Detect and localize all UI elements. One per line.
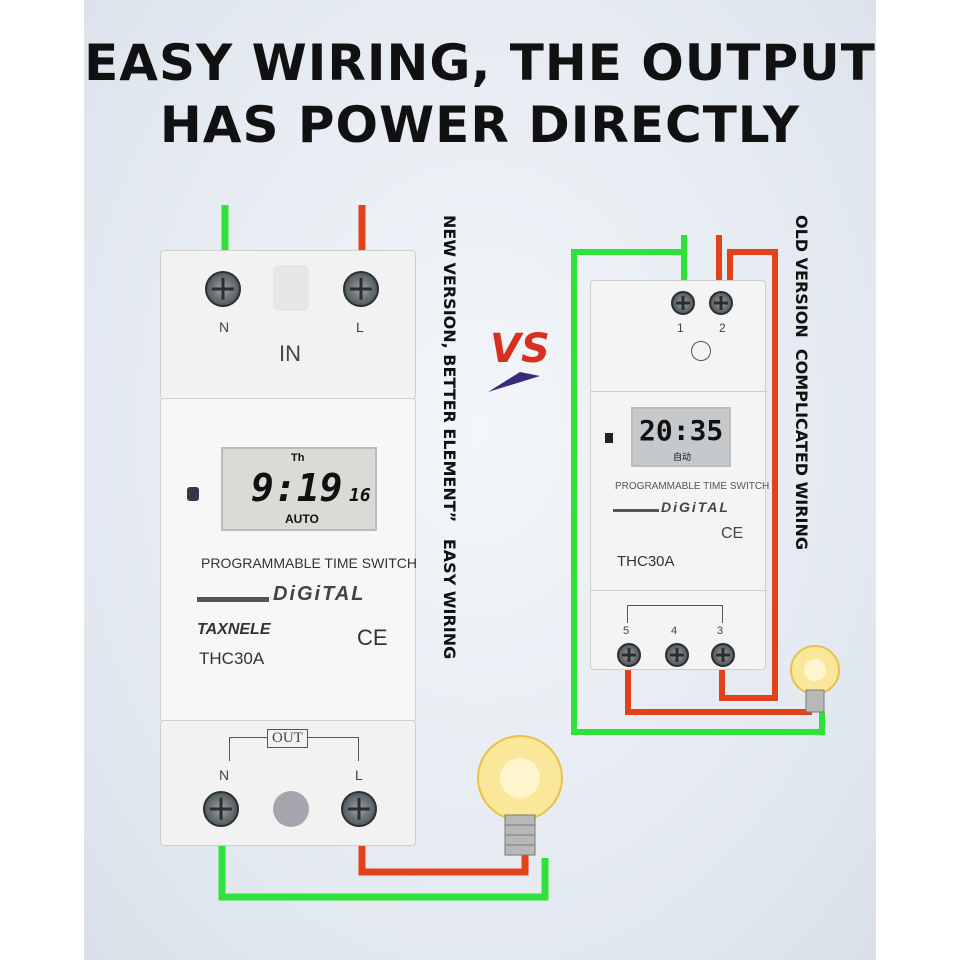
- lcd-mode: 自动: [673, 452, 692, 462]
- product-line-label: PROGRAMMABLE TIME SWITCH: [201, 555, 417, 571]
- led-indicator: [187, 487, 199, 501]
- terminal-label: L: [356, 319, 364, 335]
- terminal-label: N: [219, 319, 230, 335]
- screw-terminal-n-out[interactable]: [203, 791, 239, 827]
- old-device: 1 2 20:35 自动 PROGRAMMABLE TIME SWITCH Di…: [590, 280, 770, 670]
- lcd-display: Th 9:19 16 AUTO: [221, 447, 377, 531]
- ce-mark: CE: [357, 625, 388, 650]
- neutral-wire-out: [218, 840, 549, 901]
- screw-terminal-4[interactable]: [665, 643, 689, 667]
- terminal-label: 4: [671, 625, 678, 637]
- product-line-label: PROGRAMMABLE TIME SWITCH: [615, 481, 770, 492]
- screw-terminal-1[interactable]: [671, 291, 695, 315]
- terminal-label: 1: [677, 321, 684, 335]
- new-device-bottom-block: OUT N L: [160, 720, 416, 846]
- terminal-hole: [273, 791, 309, 827]
- led-indicator: [605, 433, 613, 443]
- light-bulb-icon: [477, 735, 563, 856]
- new-version-caption: NEW VERSION, BETTER ELEMENT” EASY WIRING: [440, 215, 459, 660]
- new-device-body: Th 9:19 16 AUTO PROGRAMMABLE TIME SWITCH…: [160, 398, 417, 722]
- terminal-label: 2: [719, 321, 726, 335]
- lcd-mode: AUTO: [285, 512, 319, 526]
- lcd-time: 20:35: [639, 414, 724, 447]
- lcd-day: Th: [291, 452, 305, 464]
- old-body: [591, 391, 767, 591]
- headline-line1: EASY WIRING, THE OUTPUT: [84, 34, 876, 92]
- lcd-time: 9:19: [251, 466, 343, 510]
- screw-terminal-3[interactable]: [711, 643, 735, 667]
- ce-mark: CE: [721, 525, 744, 542]
- terminal-label: L: [355, 767, 363, 783]
- screw-terminal-l-in[interactable]: [343, 271, 379, 307]
- terminal-label: 3: [717, 625, 724, 637]
- screw-terminal-n-in[interactable]: [205, 271, 241, 307]
- live-wire-out: [358, 840, 529, 876]
- digital-bar: [197, 597, 269, 602]
- terminal-hole: [273, 265, 309, 311]
- vs-logo: VS: [490, 326, 550, 372]
- out-label: OUT: [267, 729, 308, 748]
- terminal-label: 5: [623, 625, 630, 637]
- brand-logo: TAXNELE: [197, 621, 271, 638]
- ac-symbol-icon: [691, 341, 711, 361]
- terminal-label: N: [219, 767, 230, 783]
- model-label: THC30A: [617, 553, 675, 570]
- relay-symbol: [627, 605, 723, 623]
- digital-bar: [613, 509, 659, 512]
- old-version-caption: OLD VERSION COMPLICATED WIRING: [792, 215, 811, 551]
- new-device-top-block: N L IN: [160, 250, 416, 400]
- screw-terminal-l-out[interactable]: [341, 791, 377, 827]
- model-label: THC30A: [199, 649, 265, 668]
- digital-logo: DiGiTAL: [273, 583, 366, 605]
- old-live-out: [625, 668, 812, 715]
- screw-terminal-5[interactable]: [617, 643, 641, 667]
- screw-terminal-2[interactable]: [709, 291, 733, 315]
- headline-line2: HAS POWER DIRECTLY: [159, 96, 801, 154]
- lcd-display: 20:35 自动: [631, 407, 731, 467]
- in-label: IN: [279, 341, 301, 366]
- digital-logo: DiGiTAL: [661, 499, 730, 515]
- light-bulb-icon-small: [790, 645, 840, 713]
- lcd-seconds: 16: [349, 485, 371, 506]
